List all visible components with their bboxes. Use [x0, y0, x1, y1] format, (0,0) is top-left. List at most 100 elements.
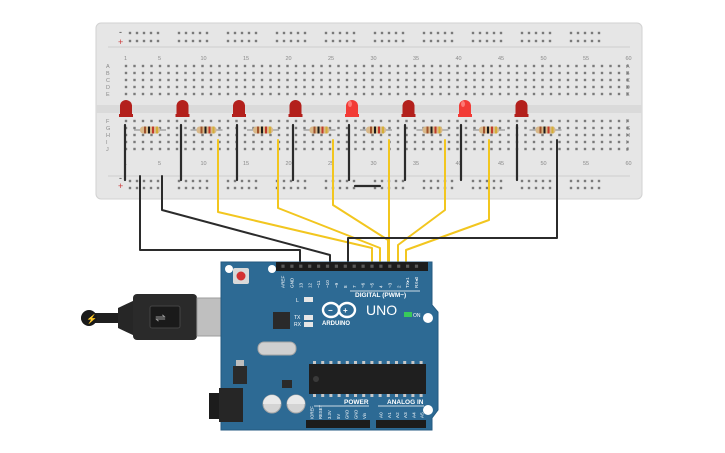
digital-pin-hole[interactable] [379, 264, 383, 268]
digital-pin-hole[interactable] [388, 264, 392, 268]
analog-pin-label: A2 [395, 412, 400, 418]
led-4[interactable] [288, 100, 303, 117]
row-letter-left: D [106, 85, 110, 91]
row-letter-right: E [626, 92, 630, 98]
analog-header[interactable] [376, 420, 426, 428]
digital-pin-label: GND [290, 277, 295, 288]
digital-pin-label: AREF [281, 276, 286, 288]
led-8[interactable] [514, 100, 529, 117]
wire-led3 [217, 139, 373, 263]
analog-label: ANALOG IN [387, 399, 424, 406]
row-letter-right: G [626, 126, 630, 132]
column-number-bottom: 60 [626, 161, 632, 167]
resistor[interactable] [473, 126, 505, 134]
digital-pin-hole[interactable] [370, 264, 374, 268]
resistor[interactable] [134, 126, 166, 134]
digital-pin-hole[interactable] [317, 264, 321, 268]
digital-pin-label: RX◂0 [414, 276, 419, 288]
resistor[interactable] [360, 126, 392, 134]
column-number-top: 35 [413, 56, 419, 62]
led-label-l: L [296, 298, 299, 304]
resistor[interactable] [416, 126, 449, 134]
digital-pin-hole[interactable] [308, 264, 312, 268]
digital-pin-hole[interactable] [406, 264, 410, 268]
column-number-top: 45 [498, 56, 504, 62]
model-label: UNO [366, 302, 397, 318]
column-number-bottom: 25 [328, 161, 334, 167]
digital-header[interactable] [276, 262, 428, 271]
ground-jumpers [123, 123, 519, 188]
power-header[interactable] [306, 420, 370, 428]
column-number-top: 10 [201, 56, 207, 62]
wire-ground-2 [161, 175, 331, 263]
rail-minus-top: - [119, 27, 122, 37]
digital-pin-hole[interactable] [290, 264, 294, 268]
digital-label: DIGITAL (PWM~) [355, 292, 406, 299]
digital-pin-hole[interactable] [325, 264, 330, 268]
resistor[interactable] [303, 126, 336, 134]
svg-text:+: + [343, 306, 348, 315]
digital-pin-label: 12 [307, 282, 312, 288]
digital-pin-hole[interactable] [334, 264, 338, 268]
digital-pin-label: 13 [298, 282, 303, 288]
status-leds: L TX RX ON [294, 297, 421, 328]
wire-led8 [405, 139, 490, 263]
column-number-top: 60 [626, 56, 632, 62]
column-number-bottom: 15 [243, 161, 249, 167]
column-number-top: 1 [124, 56, 127, 62]
resistor[interactable] [247, 126, 279, 134]
atmega-chip [309, 361, 426, 397]
digital-pin-label: 7 [352, 285, 357, 288]
digital-pin-hole[interactable] [397, 264, 401, 268]
digital-pin-hole[interactable] [361, 264, 365, 268]
led-7[interactable] [458, 100, 472, 117]
wire-ground-1 [139, 175, 301, 263]
signal-wires [139, 139, 558, 263]
column-number-bottom: 45 [498, 161, 504, 167]
row-letter-left: F [106, 119, 110, 125]
led-6[interactable] [401, 100, 416, 117]
column-number-bottom: 10 [201, 161, 207, 167]
resistor[interactable] [529, 126, 562, 134]
led-1[interactable] [119, 100, 133, 117]
digital-pin-label: 2 [396, 285, 401, 288]
rail-plus-top: + [118, 37, 123, 47]
column-number-bottom: 35 [413, 161, 419, 167]
column-number-top: 5 [158, 56, 161, 62]
digital-pin-hole[interactable] [299, 264, 303, 268]
crystal [257, 341, 297, 356]
digital-pin-hole[interactable] [414, 264, 419, 268]
svg-text:⇌: ⇌ [155, 310, 166, 325]
column-number-top: 20 [286, 56, 292, 62]
led-2[interactable] [175, 100, 190, 117]
column-number-bottom: 20 [286, 161, 292, 167]
digital-pin-label: ~9 [334, 282, 339, 288]
row-letter-right: I [626, 140, 628, 146]
brand-label: ARDUINO [322, 321, 350, 327]
power-pin-label: GND [345, 410, 350, 419]
wire-led4 [277, 139, 381, 263]
column-number-top: 30 [371, 56, 377, 62]
row-letter-right: B [626, 71, 630, 77]
row-letter-right: D [626, 85, 630, 91]
digital-pin-label: TX▸1 [405, 277, 410, 288]
led-5[interactable] [345, 100, 359, 117]
power-pin-label: 3.3V [327, 410, 332, 419]
usb-plug-icon[interactable]: ⇌ [133, 294, 224, 340]
power-jack-icon[interactable] [209, 388, 243, 422]
small-chip [282, 380, 292, 388]
capacitors [262, 394, 306, 414]
digital-pin-hole[interactable] [352, 264, 356, 268]
row-letter-left: B [106, 71, 110, 77]
digital-pin-hole[interactable] [281, 264, 285, 268]
reset-button-icon[interactable] [233, 268, 249, 284]
row-letter-left: E [106, 92, 110, 98]
led-3[interactable] [232, 100, 246, 117]
digital-pin-label: ~6 [361, 282, 366, 288]
resistor[interactable] [190, 126, 223, 134]
digital-pin-hole[interactable] [343, 264, 347, 268]
wire-ground-3 [347, 139, 558, 263]
